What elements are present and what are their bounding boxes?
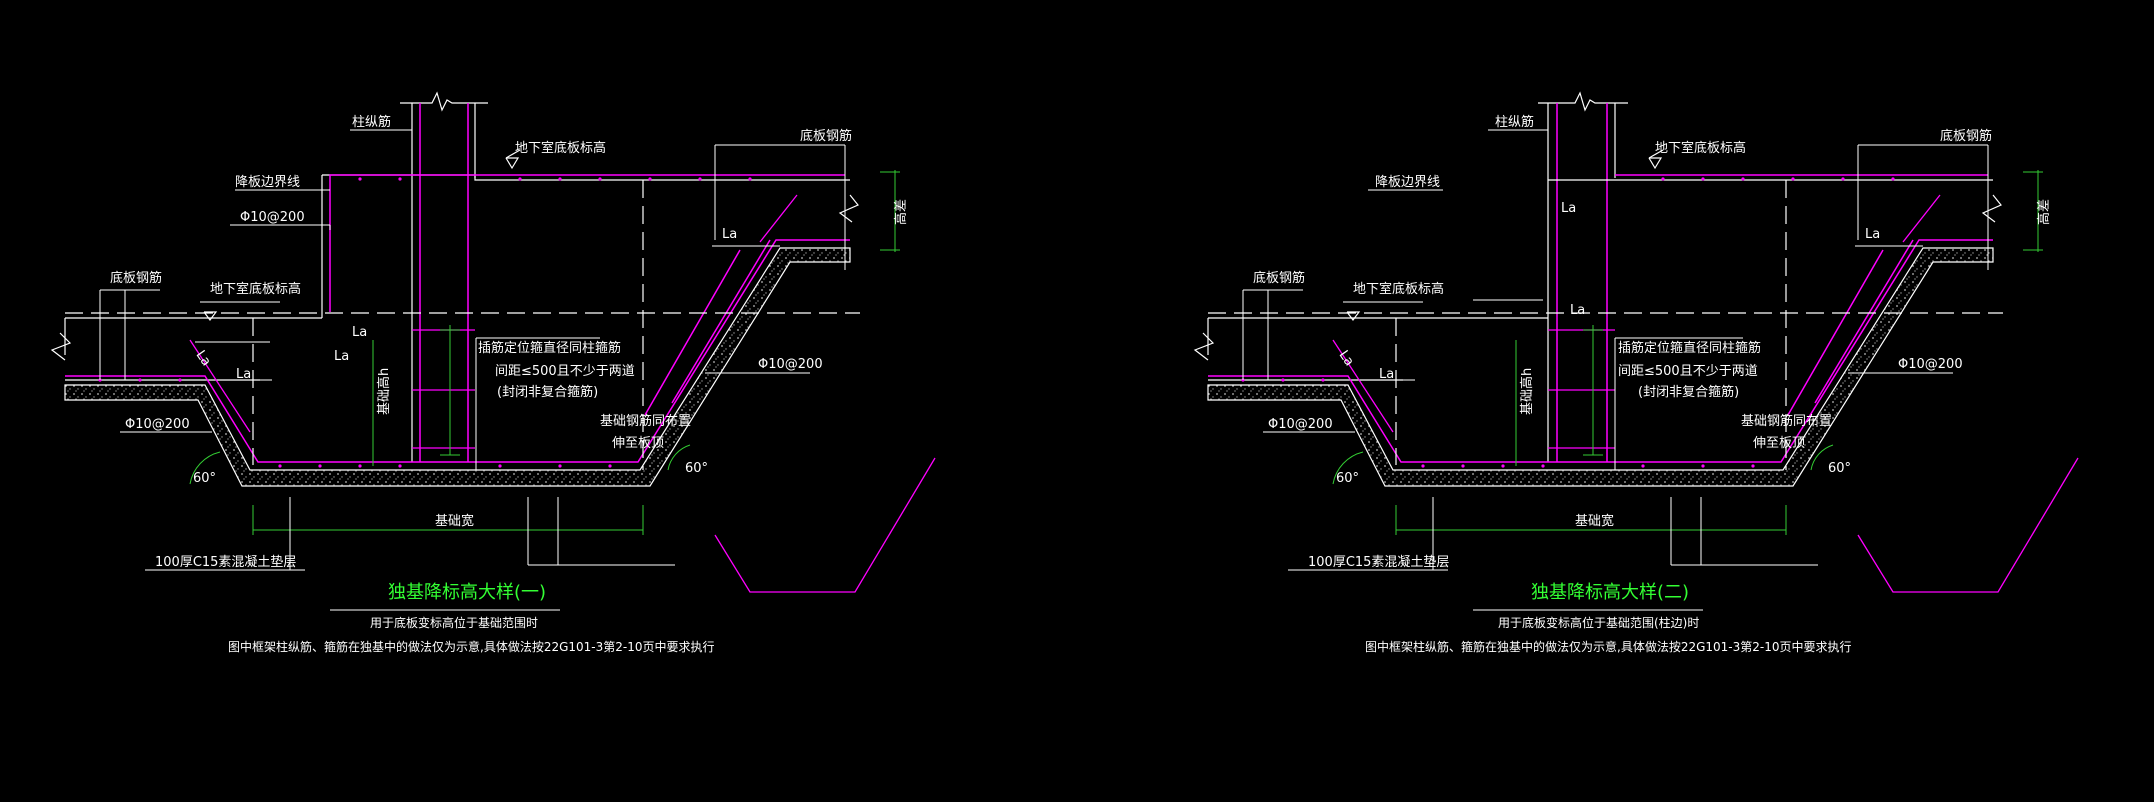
foundation-outline — [1207, 179, 1993, 355]
label-step-height: 高差 — [893, 199, 909, 225]
label-height-dim: 基础高h — [1519, 368, 1535, 415]
rebar-dots — [1241, 177, 1895, 468]
label-slab-rebar-left: 底板钢筋 — [1253, 270, 1305, 286]
detail-2: 柱纵筋 地下室底板标高 底板钢筋 降板边界线 底板钢筋 地下室底板标高 La L… — [1193, 91, 2079, 654]
label-phi10-top: Φ10@200 — [240, 210, 305, 225]
foundation-rebar — [65, 174, 850, 463]
label-la-4: La — [1336, 348, 1357, 369]
column-rebar — [419, 103, 469, 462]
label-width-dim: 基础宽 — [435, 513, 474, 529]
label-cushion: 100厚C15素混凝土垫层 — [1308, 554, 1449, 570]
label-la-1: La — [352, 325, 367, 340]
elevation-marks — [203, 149, 521, 321]
detail-2-note-1: 用于底板变标高位于基础范围(柱边)时 — [1498, 615, 1699, 630]
label-col-long-rebar: 柱纵筋 — [352, 114, 391, 130]
column-outline — [400, 91, 488, 462]
label-stirrup-note-2: 间距≤500且不少于两道 — [1618, 364, 1758, 379]
label-la-4: La — [193, 348, 214, 369]
dashed-lines — [1208, 180, 2003, 470]
label-stirrup-note-2: 间距≤500且不少于两道 — [495, 364, 635, 379]
label-basement-elev-top: 地下室底板标高 — [1655, 140, 1746, 156]
label-la-1: La — [1561, 201, 1576, 216]
label-step-boundary: 降板边界线 — [1375, 175, 1440, 190]
dimension-lines — [1332, 170, 2043, 535]
label-col-long-rebar: 柱纵筋 — [1495, 114, 1534, 130]
label-step-boundary: 降板边界线 — [235, 175, 300, 190]
leader-lines — [1242, 129, 1989, 611]
break-marks — [50, 194, 859, 361]
dashed-lines — [65, 180, 860, 470]
concrete-cushion — [64, 247, 851, 487]
label-slab-rebar-top: 底板钢筋 — [800, 128, 852, 144]
anchor-lines — [189, 194, 798, 433]
label-basement-elev-left: 地下室底板标高 — [1353, 281, 1444, 297]
label-angle-left: 60° — [193, 471, 216, 486]
offset-line — [1857, 457, 2079, 593]
break-marks — [1193, 194, 2002, 361]
label-la-5: La — [722, 227, 737, 242]
offset-line — [714, 457, 936, 593]
detail-2-note-2: 图中框架柱纵筋、箍筋在独基中的做法仅为示意,具体做法按22G101-3第2-10… — [1365, 639, 1852, 654]
concrete-cushion — [1207, 247, 1994, 487]
label-foundation-rebar-1: 基础钢筋同布置 — [600, 413, 691, 429]
stirrups — [412, 329, 475, 449]
leader-lines — [99, 129, 846, 611]
label-width-dim: 基础宽 — [1575, 513, 1614, 529]
label-phi10-right: Φ10@200 — [758, 357, 823, 372]
column-outline — [1538, 91, 1628, 462]
detail-1-title: 独基降标高大样(一) — [388, 582, 546, 603]
elevation-marks — [1346, 149, 1664, 321]
label-la-2: La — [334, 349, 349, 364]
label-foundation-rebar-2: 伸至板顶 — [1753, 436, 1805, 451]
label-cushion: 100厚C15素混凝土垫层 — [155, 554, 296, 570]
stirrups — [1548, 329, 1615, 449]
anchor-lines — [1332, 194, 1941, 433]
label-height-dim: 基础高h — [376, 368, 392, 415]
detail-1: 柱纵筋 地下室底板标高 底板钢筋 降板边界线 Φ10@200 底板钢筋 地下室底… — [50, 91, 936, 654]
label-phi10-left: Φ10@200 — [1268, 417, 1333, 432]
label-basement-elev-top: 地下室底板标高 — [515, 140, 606, 156]
detail-2-title: 独基降标高大样(二) — [1531, 582, 1689, 603]
label-la-3: La — [1379, 367, 1394, 382]
label-stirrup-note-3: (封闭非复合箍筋) — [497, 384, 598, 400]
label-angle-right: 60° — [685, 461, 708, 476]
dimension-lines — [189, 170, 900, 535]
label-stirrup-note-3: (封闭非复合箍筋) — [1638, 384, 1739, 400]
label-la-5: La — [1865, 227, 1880, 242]
detail-1-texts: 柱纵筋 地下室底板标高 底板钢筋 降板边界线 Φ10@200 底板钢筋 地下室底… — [110, 114, 909, 570]
label-basement-elev-left: 地下室底板标高 — [210, 281, 301, 297]
label-stirrup-note-1: 插筋定位箍直径同柱箍筋 — [1618, 340, 1761, 356]
label-angle-left: 60° — [1336, 471, 1359, 486]
column-rebar — [1556, 103, 1608, 462]
label-phi10-left: Φ10@200 — [125, 417, 190, 432]
detail-1-note-1: 用于底板变标高位于基础范围时 — [370, 615, 538, 630]
label-phi10-right: Φ10@200 — [1898, 357, 1963, 372]
label-la-3: La — [236, 367, 251, 382]
label-foundation-rebar-2: 伸至板顶 — [612, 436, 664, 451]
label-angle-right: 60° — [1828, 461, 1851, 476]
detail-1-note-2: 图中框架柱纵筋、箍筋在独基中的做法仅为示意,具体做法按22G101-3第2-10… — [228, 639, 715, 654]
detail-2-texts: 柱纵筋 地下室底板标高 底板钢筋 降板边界线 底板钢筋 地下室底板标高 La L… — [1253, 114, 2052, 570]
rebar-dots — [98, 177, 752, 468]
label-foundation-rebar-1: 基础钢筋同布置 — [1741, 413, 1832, 429]
label-step-height: 高差 — [2036, 199, 2052, 225]
label-stirrup-note-1: 插筋定位箍直径同柱箍筋 — [478, 340, 621, 356]
label-la-2: La — [1570, 303, 1585, 318]
label-slab-rebar-left: 底板钢筋 — [110, 270, 162, 286]
foundation-rebar — [1208, 174, 1993, 463]
label-slab-rebar-top: 底板钢筋 — [1940, 128, 1992, 144]
